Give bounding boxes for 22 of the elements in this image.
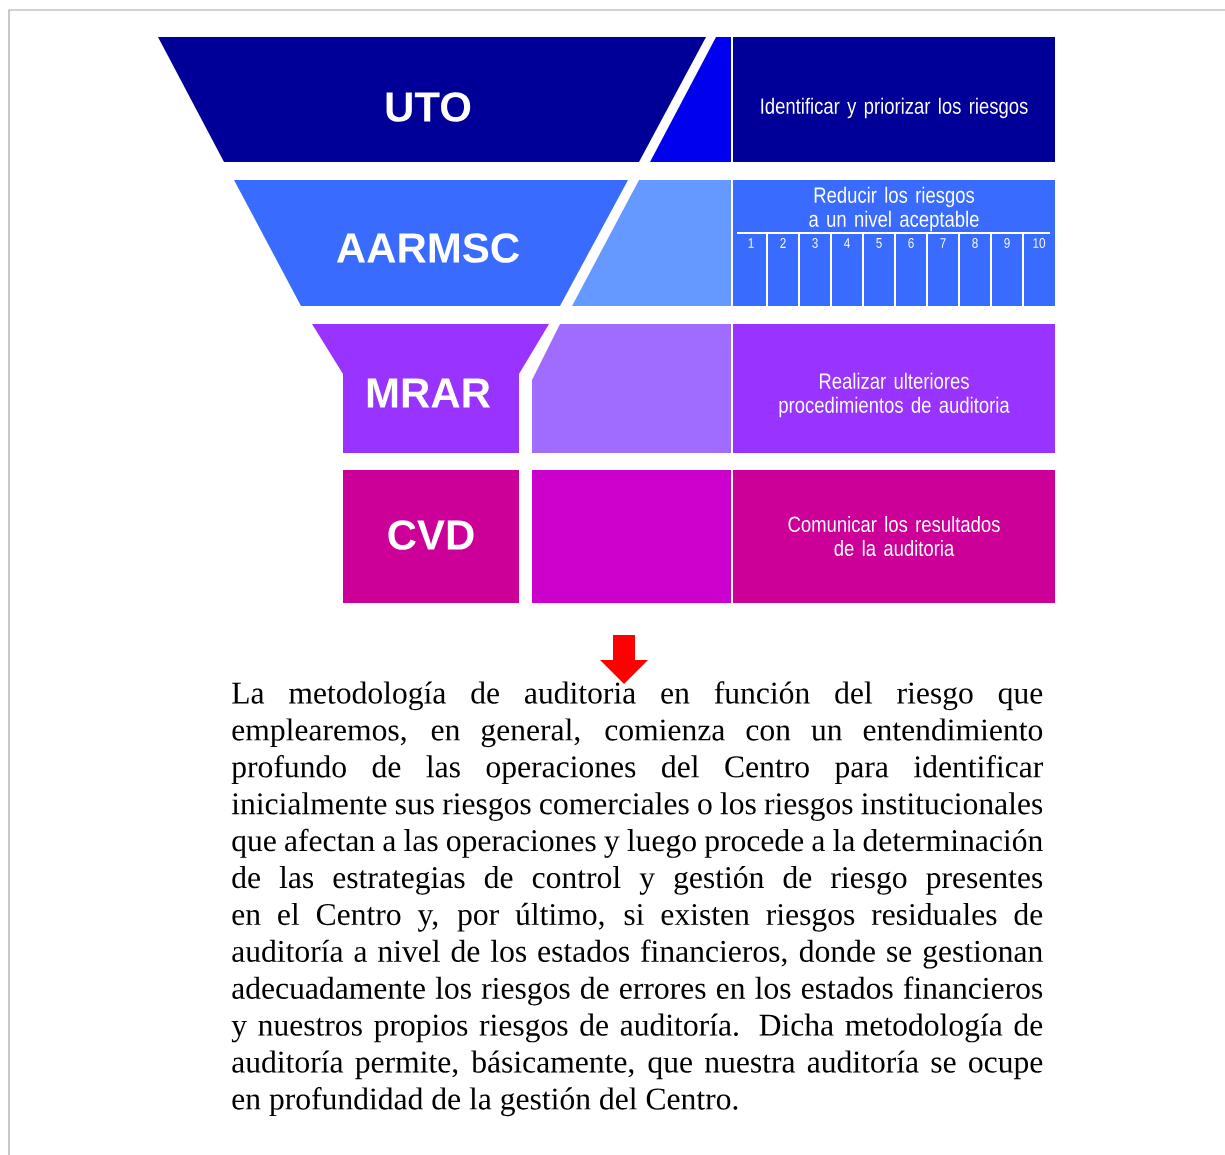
- label-box: CVD: [343, 470, 519, 603]
- column-number: 9: [1004, 238, 1010, 248]
- column-number: 3: [812, 238, 818, 248]
- funnel-band: MRAR: [312, 324, 549, 453]
- column-number: 10: [1033, 238, 1046, 248]
- description-panel: Realizar ulteriores procedimientos de auditoria: [733, 324, 1055, 453]
- column-number: 8: [972, 238, 978, 248]
- column-number: 2: [780, 238, 786, 248]
- funnel-segment: [532, 324, 731, 453]
- column-number: 7: [940, 238, 946, 248]
- description-panel: Identificar y priorizar los riesgos: [733, 37, 1055, 162]
- funnel-segment: [572, 180, 731, 306]
- column-number: 1: [748, 238, 754, 248]
- funnel-segment: [532, 470, 731, 603]
- funnel-band: UTO: [158, 37, 706, 162]
- paragraph: La metodología de auditoria en función del riesgo que emplearemos, en general, comienza con un entendimiento profundo de las operaciones del Centro para identificar inicialmente sus riesgos comerciales o los riesgos institucionales que afectan a las operaciones y luego procede a la determinación de las estrategias de control y gestión de riesgo presentes en el Centro y, por último, si existen riesgos residuales de auditoría a nivel de los estados financieros, donde se gestionan adecuadamente los riesgos de errores en los estados financieros y nuestros propios riesgos de auditoría. Dicha metodología de auditoría permite, básicamente, que nuestra auditoría se ocupe en profundidad de la gestión del Centro.: [231, 681, 1043, 1117]
- column-number: 5: [876, 238, 882, 248]
- column-number: 4: [844, 238, 850, 248]
- funnel-band: AARMSC: [234, 180, 628, 306]
- funnel-segment: [650, 37, 731, 162]
- column-number: 6: [908, 238, 914, 248]
- description-panel: Comunicar los resultados de la auditoria: [733, 470, 1055, 603]
